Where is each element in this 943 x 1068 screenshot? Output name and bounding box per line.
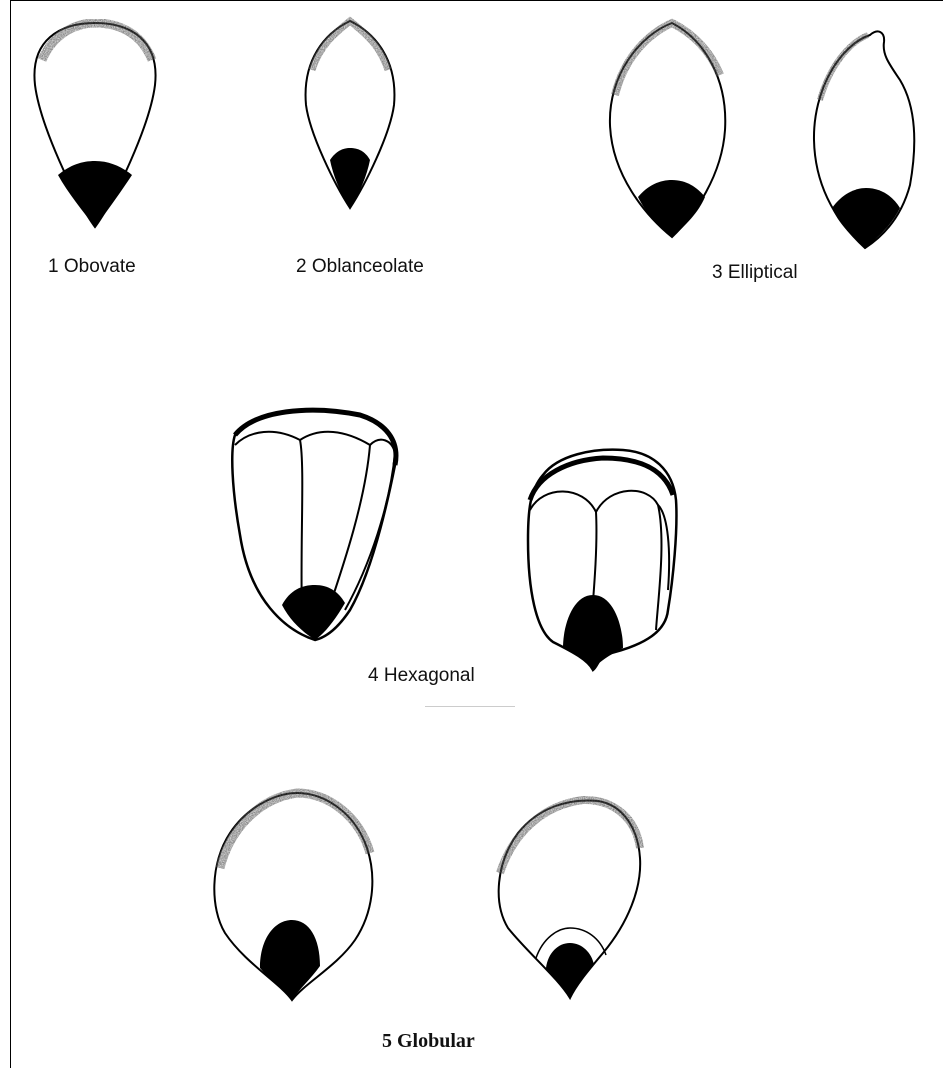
elliptical-seed-figure-left bbox=[600, 15, 740, 245]
label-obovate: 1 Obovate bbox=[48, 256, 136, 278]
label-elliptical: 3 Elliptical bbox=[712, 262, 798, 284]
hexagonal-seed-figure-right bbox=[518, 440, 688, 675]
globular-seed-figure-left bbox=[205, 788, 380, 1008]
label-oblanceolate: 2 Oblanceolate bbox=[296, 256, 424, 278]
obovate-seed-figure bbox=[20, 15, 170, 240]
faint-divider bbox=[425, 706, 515, 707]
frame-border-left bbox=[10, 0, 11, 1068]
frame-border-top bbox=[10, 0, 943, 1]
hexagonal-seed-figure-left bbox=[220, 405, 410, 650]
globular-seed-figure-right bbox=[488, 793, 648, 1008]
oblanceolate-seed-figure bbox=[290, 15, 410, 215]
label-globular: 5 Globular bbox=[382, 1030, 475, 1053]
elliptical-seed-figure-right bbox=[800, 20, 940, 255]
label-hexagonal: 4 Hexagonal bbox=[368, 665, 475, 687]
